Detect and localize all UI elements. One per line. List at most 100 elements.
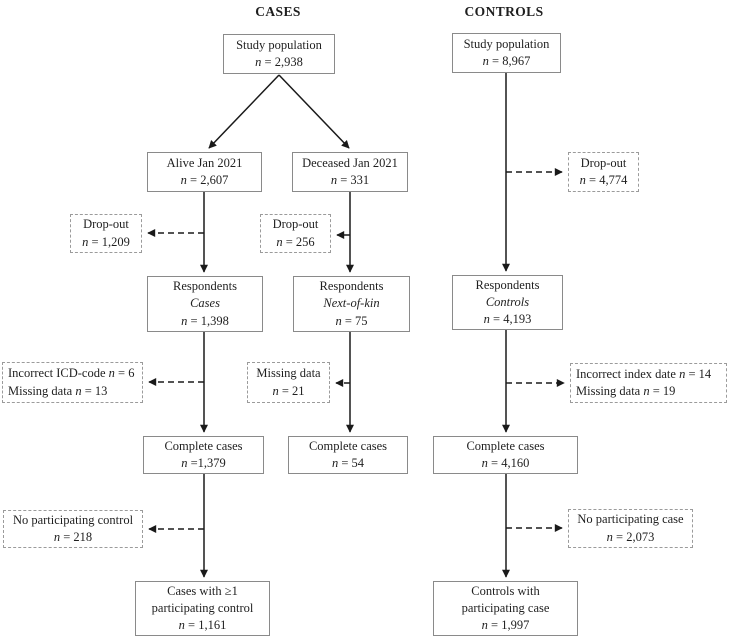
box-title: Study population [236,37,322,52]
n-value: = 1,997 [491,618,530,633]
n-value: = 8,967 [492,54,531,68]
box-n-line: n = 54 [332,455,364,472]
box-title: Respondents [475,277,540,292]
row-text: Missing data [576,384,641,398]
n-value: = 2,073 [616,529,655,544]
n-value: = 1,209 [91,234,130,249]
n-value: = 2,938 [264,55,303,69]
n-value: = 2,607 [190,173,229,187]
n-symbol: n [181,313,188,328]
box-alive: Alive Jan 2021 n = 2,607 [147,152,262,192]
n-value: = 4,160 [491,456,530,470]
box-title: Study population [463,36,550,51]
box-n-line: n =1,379 [181,455,226,472]
n-symbol: n [330,173,338,187]
box-n-line: n = 1,209 [82,234,130,251]
box-title: Missing data [256,366,321,381]
box-n-line: n = 75 [335,313,367,330]
box-title: Complete cases [308,438,388,453]
box-title-2: participating control [151,600,254,615]
box-title: Cases with ≥1 [167,583,238,598]
arrow-studypop-to-alive [208,74,280,149]
box-n-line: n = 4,160 [482,455,530,472]
box-n-line: n = 4,193 [484,311,532,328]
n-symbol: n [255,55,262,69]
n-symbol: n [53,530,61,544]
n-value: = 256 [285,234,315,249]
n-symbol: n [579,173,586,187]
box-study-population-controls: Study population n = 8,967 [452,33,561,73]
box-title: Deceased Jan 2021 [302,155,398,170]
box-missing-data-nok: Missing data n = 21 [247,362,330,403]
box-title: Respondents [319,279,384,294]
controls-column-header: CONTROLS [464,4,544,19]
box-complete-cases-left: Complete cases n =1,379 [143,436,264,474]
n-symbol: n [483,312,490,327]
box-subtitle: Controls [485,294,530,309]
box-n-line: n = 1,398 [181,313,229,330]
exclusion-row: Incorrect index date n = 14 [576,366,711,383]
n-symbol: n [482,54,489,68]
box-study-population-cases: Study population n = 2,938 [223,34,335,74]
n-symbol: n [481,456,488,470]
row-text: Incorrect ICD-code [8,366,106,381]
n-value: = 6 [118,366,135,381]
n-value: = 54 [341,456,365,470]
box-no-participating-case: No participating case n = 2,073 [568,509,693,548]
box-title: Controls with [471,583,540,598]
exclusion-row: Missing data n = 19 [576,383,675,400]
box-dropout-controls: Drop-out n = 4,774 [568,152,639,192]
box-icd-exclusion: Incorrect ICD-code n = 6 Missing data n … [2,362,143,403]
box-index-date-exclusion: Incorrect index date n = 14 Missing data… [570,363,727,403]
box-title: Drop-out [83,217,129,232]
box-title: Drop-out [580,155,627,170]
cases-column-header: CASES [255,4,301,19]
row-text: Incorrect index date [576,366,676,381]
box-complete-cases-right: Complete cases n = 4,160 [433,436,578,474]
box-n-line: n = 331 [331,172,369,189]
box-dropout-alive: Drop-out n = 1,209 [70,214,142,253]
row-text: Missing data [8,383,73,398]
n-symbol: n [108,366,115,381]
box-title: Respondents [173,279,237,294]
n-symbol: n [331,456,339,470]
box-n-line: n = 1,997 [482,617,530,634]
box-complete-cases-mid: Complete cases n = 54 [288,436,408,474]
box-respondents-cases: Respondents Cases n = 1,398 [147,276,263,332]
exclusion-row: Incorrect ICD-code n = 6 [8,365,134,382]
n-value: = 1,398 [190,313,229,328]
box-n-line: n = 8,967 [483,53,531,70]
box-n-line: n = 4,774 [580,172,628,189]
box-title: No participating case [577,512,684,527]
n-value: = 13 [84,383,108,398]
n-symbol: n [180,173,187,187]
box-controls-final: Controls with participating case n = 1,9… [433,581,578,636]
box-deceased: Deceased Jan 2021 n = 331 [292,152,408,192]
n-symbol: n [272,383,279,398]
box-title-2: participating case [461,600,550,615]
box-title: Complete cases [466,438,545,453]
exclusion-row: Missing data n = 13 [8,383,107,400]
n-symbol: n [178,618,185,633]
box-subtitle: Cases [190,296,220,311]
n-value: = 4,774 [589,173,628,187]
n-symbol: n [75,383,82,398]
box-title: Drop-out [272,217,319,232]
n-symbol: n [606,529,613,544]
box-title: Alive Jan 2021 [166,155,243,170]
box-no-participating-control: No participating control n = 218 [3,510,143,548]
n-value: = 1,161 [188,618,227,633]
n-symbol: n [82,234,89,249]
n-value: = 4,193 [493,312,532,327]
n-symbol: n [276,234,283,249]
n-symbol: n [481,618,488,633]
box-dropout-deceased: Drop-out n = 256 [260,214,331,253]
box-respondents-controls: Respondents Controls n = 4,193 [452,275,563,330]
box-title: No participating control [12,512,134,527]
n-value: = 218 [63,530,93,544]
n-symbol: n [679,366,686,381]
box-title: Complete cases [164,438,243,453]
box-subtitle: Next-of-kin [323,296,380,311]
n-value: = 75 [344,313,368,328]
